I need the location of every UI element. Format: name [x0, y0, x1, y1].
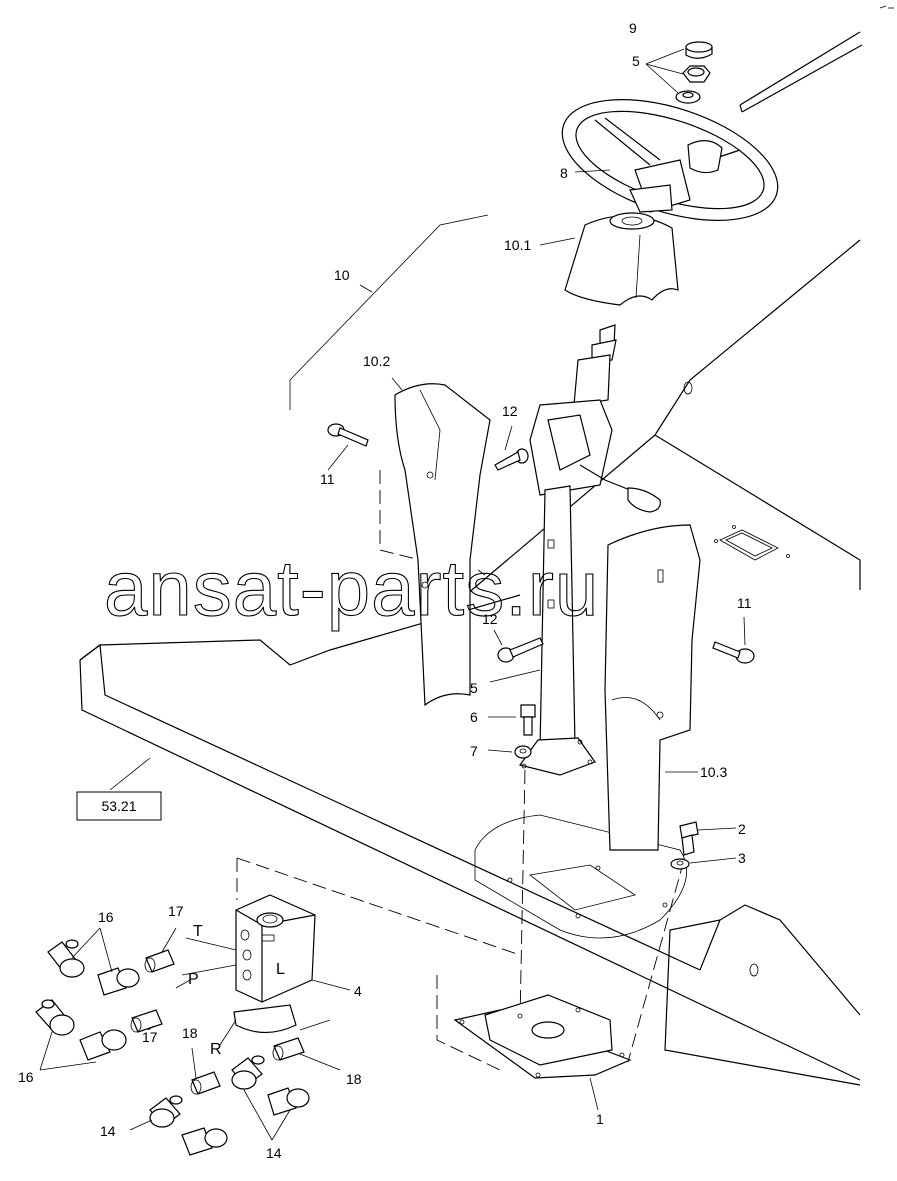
- callout-10-2: 10.2: [363, 353, 390, 369]
- callout-14-left: 14: [100, 1123, 116, 1139]
- watermark: ansat-parts.ru: [104, 544, 599, 632]
- shroud-top-part-10-1: [564, 212, 679, 306]
- fitting-part-18-right: [272, 1037, 305, 1061]
- callout-10: 10: [334, 267, 350, 283]
- nut-part-5: [682, 65, 711, 83]
- callout-14-right: 14: [266, 1145, 282, 1161]
- fitting-part-17-lower: [130, 1009, 163, 1033]
- callout-16-lower: 16: [18, 1069, 34, 1085]
- screw-part-12-lower: [497, 637, 544, 663]
- fitting-part-14-b: [267, 1087, 310, 1116]
- port-r-label: R: [210, 1041, 222, 1058]
- callout-3: 3: [738, 850, 746, 866]
- fitting-part-18-left: [190, 1071, 221, 1095]
- floor-platform: [79, 525, 861, 1086]
- callout-11-left: 11: [320, 471, 335, 487]
- steering-valve-part-4: [233, 894, 316, 1034]
- port-t-label: T: [193, 923, 203, 940]
- mounting-bracket-part-1: [453, 994, 632, 1079]
- washer-part-5: [675, 90, 701, 104]
- callout-17-lower: 17: [142, 1029, 158, 1045]
- fitting-part-14-d: [181, 1127, 228, 1156]
- callout-12-upper: 12: [502, 403, 518, 419]
- callout-6: 6: [470, 709, 478, 725]
- cap-part-9: [685, 41, 713, 59]
- fitting-part-16-lower-a: [35, 999, 75, 1036]
- bolt-part-2: [679, 821, 699, 856]
- callout-12-lower: 12: [482, 611, 498, 627]
- steering-wheel-part-8: [561, 99, 779, 221]
- callout-18-right: 18: [346, 1071, 362, 1087]
- port-l-label: L: [276, 961, 285, 978]
- shroud-right-part-10-3: [604, 524, 701, 851]
- assembly-guide-lines: [236, 470, 685, 1071]
- fitting-part-17-upper: [144, 949, 175, 973]
- callout-10-1: 10.1: [504, 237, 531, 253]
- fitting-part-14-a: [231, 1055, 265, 1090]
- callout-5-nut: 5: [632, 53, 640, 69]
- callout-2: 2: [738, 821, 746, 837]
- port-labels: T P L R: [188, 923, 285, 1058]
- port-p-label: P: [188, 971, 199, 988]
- callout-7: 7: [470, 743, 478, 759]
- screw-part-11-left: [327, 423, 369, 447]
- reference-box: 53.21: [76, 791, 162, 821]
- callouts: 9 5 8 10.1 10 10.2 12 11 11 12 5 6 7 10.…: [18, 20, 752, 1161]
- leader-lines: [39, 48, 746, 1141]
- callout-18-left: 18: [182, 1025, 198, 1041]
- fitting-part-16-lower-b: [79, 1029, 127, 1061]
- washer-part-3: [670, 858, 690, 870]
- callout-9: 9: [629, 20, 637, 36]
- callout-10-3: 10.3: [700, 764, 727, 780]
- screw-part-12-upper: [494, 448, 529, 471]
- callout-4: 4: [354, 983, 362, 999]
- fitting-part-16-upper-b: [97, 967, 140, 996]
- fitting-part-14-c: [149, 1095, 183, 1128]
- shroud-left-part-10-2: [394, 383, 491, 707]
- washer-part-7: [514, 745, 532, 759]
- steering-column-part-5: [518, 324, 661, 776]
- callout-11-right: 11: [737, 595, 752, 611]
- callout-8: 8: [560, 165, 568, 181]
- callout-16-upper: 16: [98, 909, 114, 925]
- callout-5-column: 5: [470, 680, 478, 696]
- fitting-part-16-upper-a: [47, 939, 85, 978]
- screw-part-11-right: [712, 641, 755, 664]
- reference-box-label: 53.21: [101, 798, 136, 814]
- bolt-part-6: [520, 704, 536, 736]
- corner-mark: [879, 5, 894, 9]
- callout-1: 1: [596, 1111, 604, 1127]
- callout-17-upper: 17: [168, 903, 184, 919]
